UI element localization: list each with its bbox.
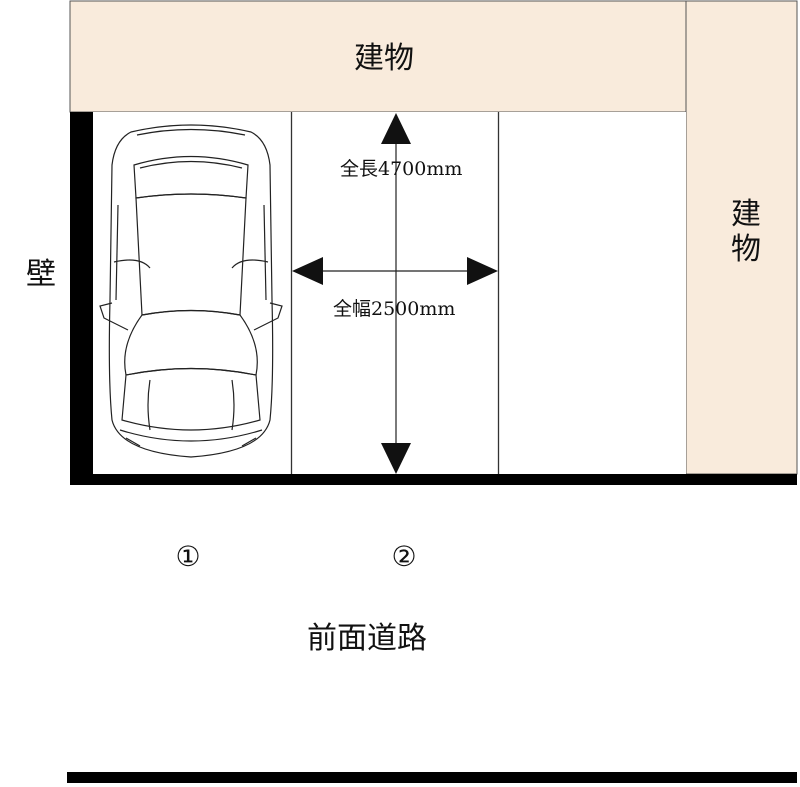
length-dimension-arrow <box>381 113 411 474</box>
road-label: 前面道路 <box>307 621 427 656</box>
parking-area <box>93 112 686 474</box>
building-top <box>69 0 689 113</box>
width-dimension-arrow <box>292 257 498 285</box>
building-right-label-2: 物 <box>731 232 761 267</box>
road-edge-line <box>67 772 797 783</box>
width-label: 全幅2500mm <box>333 298 455 320</box>
building-right <box>685 0 798 475</box>
building-right-label-1: 建 <box>731 197 761 232</box>
space-number-1: ① <box>175 540 200 573</box>
space-number-2: ② <box>391 540 416 573</box>
bottom-edge <box>70 474 797 485</box>
building-top-label: 建物 <box>354 41 414 76</box>
length-label: 全長4700mm <box>340 158 462 180</box>
car-top-view-icon <box>99 124 283 458</box>
wall-label: 壁 <box>26 257 56 292</box>
wall <box>70 112 93 485</box>
